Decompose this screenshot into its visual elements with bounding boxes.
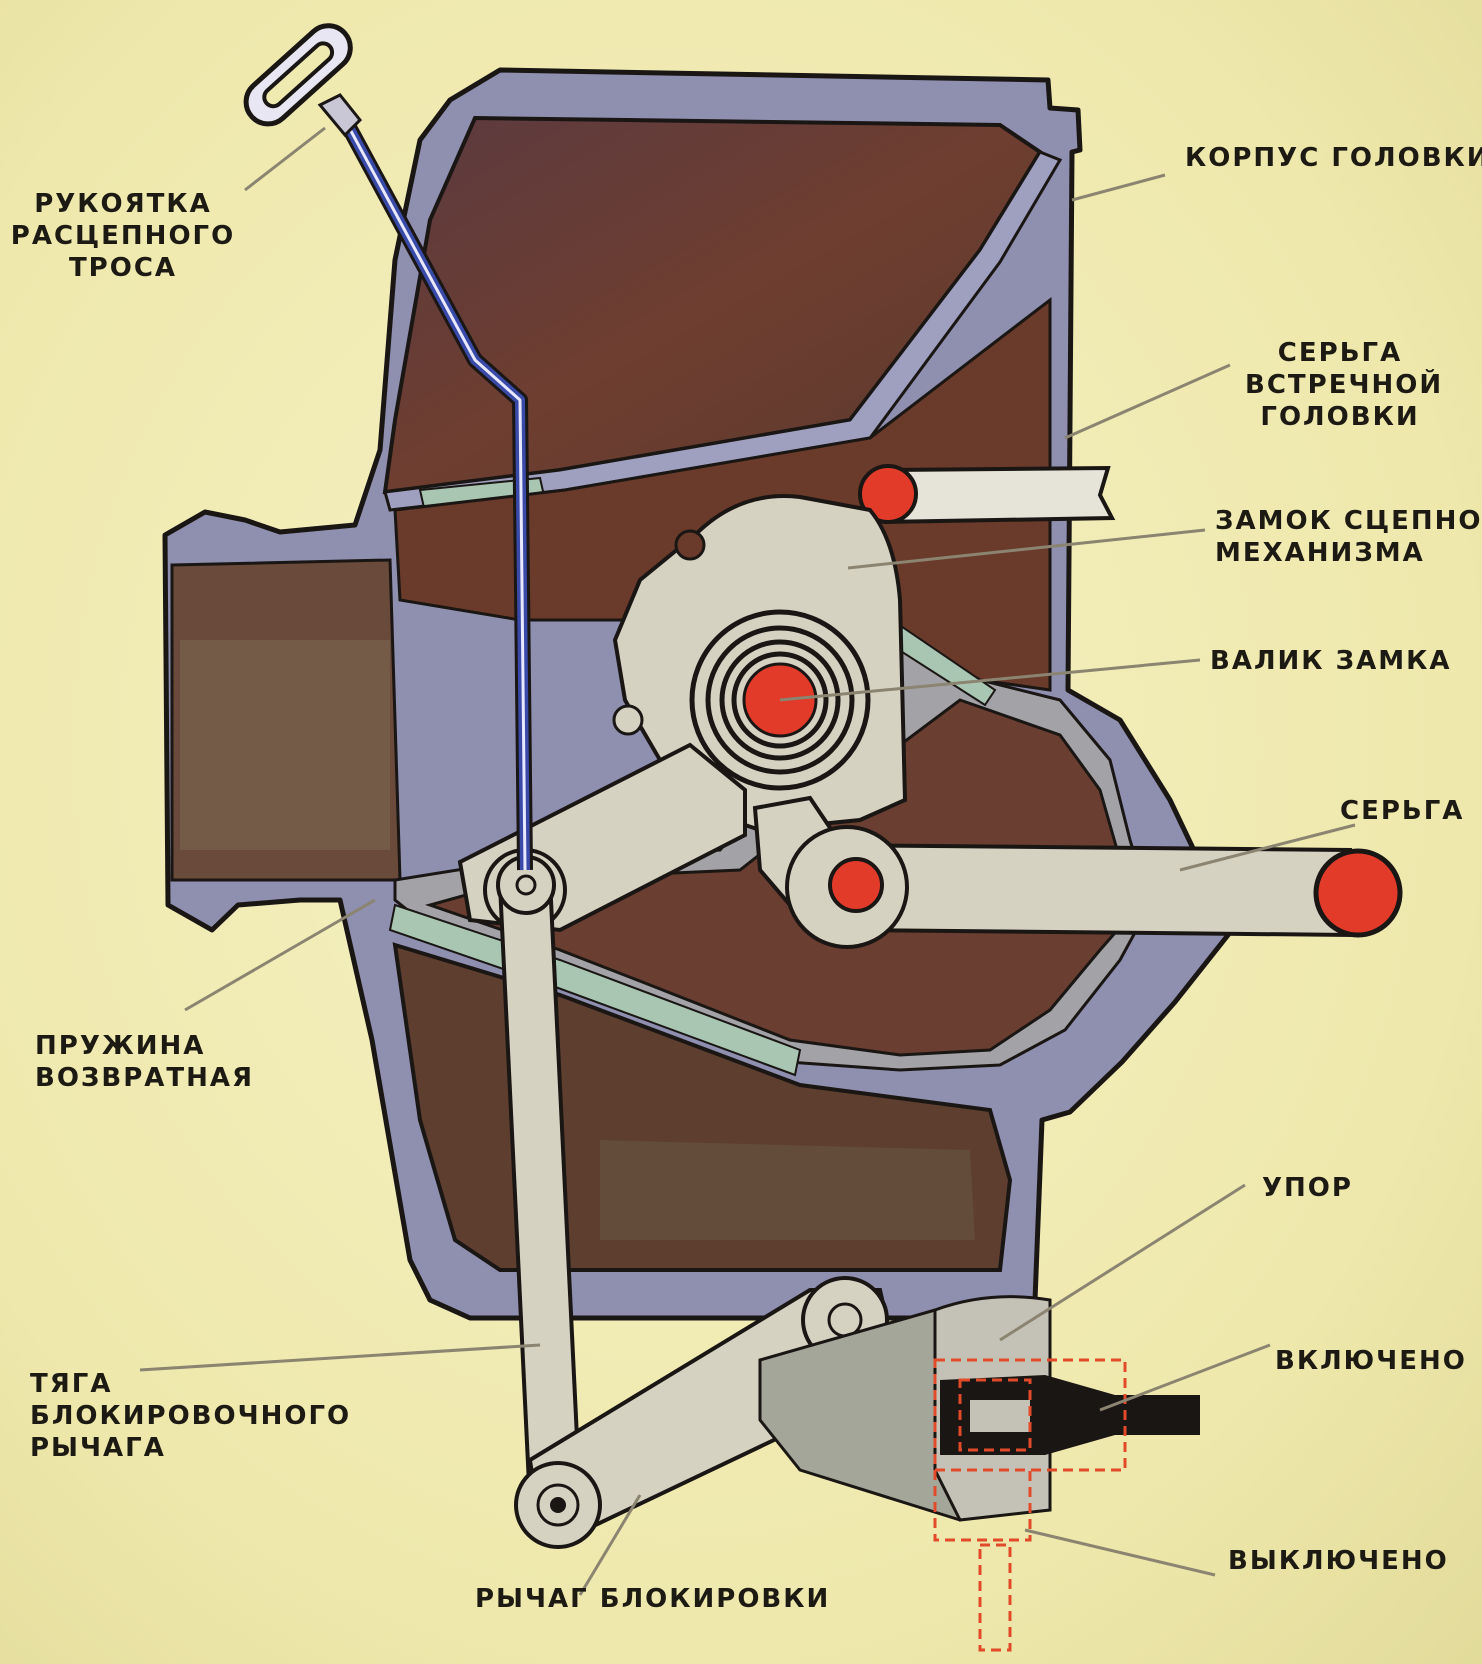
plunger-on (940, 1375, 1200, 1455)
shackle-pin-outer (1313, 848, 1403, 938)
label-blocking-lever: РЫЧАГ БЛОКИРОВКИ (475, 1584, 831, 1614)
spiral-spring (689, 609, 871, 791)
label-counter-shackle: СЕРЬГА ВСТРЕЧНОЙ ГОЛОВКИ (1245, 338, 1444, 432)
label-handle: РУКОЯТКА РАСЦЕПНОГО ТРОСА (10, 189, 236, 283)
spring-stripe (388, 903, 802, 1077)
label-shackle: СЕРЬГА (1340, 796, 1465, 826)
label-on: ВКЛЮЧЕНО (1275, 1346, 1467, 1376)
release-handle (243, 23, 533, 871)
label-housing: КОРПУС ГОЛОВКИ (1185, 143, 1482, 173)
shackle-pin-inner (828, 857, 884, 913)
counter-shackle-pin (858, 464, 918, 524)
label-locking-rod: ТЯГА БЛОКИРОВОЧНОГО РЫЧАГА (30, 1369, 352, 1463)
counter-shackle (883, 465, 1116, 525)
plunger-off (933, 1358, 1127, 1652)
label-lock: ЗАМОК СЦЕПНОГО МЕХАНИЗМА (1215, 506, 1482, 568)
label-stop: УПОР (1262, 1173, 1353, 1203)
leader-lines (139, 126, 1356, 1596)
label-off: ВЫКЛЮЧЕНО (1228, 1546, 1449, 1576)
label-spring: ПРУЖИНА ВОЗВРАТНАЯ (35, 1031, 255, 1093)
label-lock-shaft: ВАЛИК ЗАМКА (1210, 646, 1452, 676)
